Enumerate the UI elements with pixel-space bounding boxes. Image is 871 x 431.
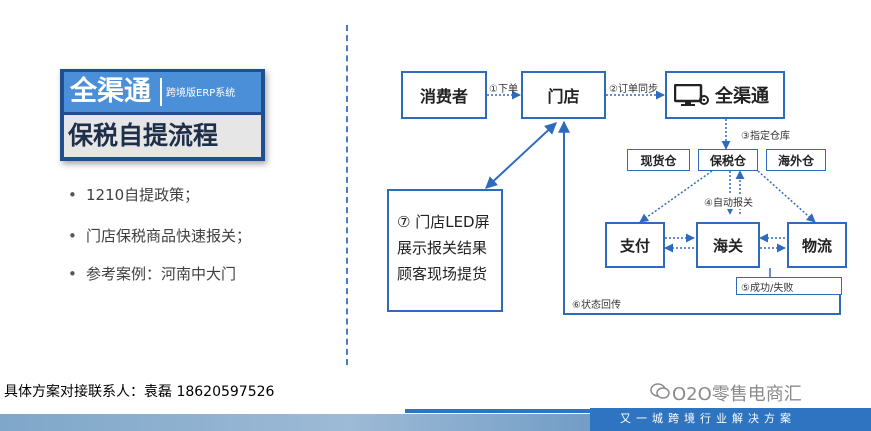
contact-text: 具体方案对接联系人：袁磊 18620597526 — [4, 384, 275, 400]
edge-label-assign: ③指定仓库 — [741, 131, 790, 142]
title-bottom-band — [64, 115, 261, 157]
wechat-icon — [650, 383, 670, 399]
edge-label-declare: ④自动报关 — [704, 194, 753, 209]
node-consumer: 消费者 — [401, 71, 487, 119]
bullet-item: •门店保税商品快速报关； — [68, 227, 252, 245]
edge-label-status: ⑥状态回传 — [572, 300, 621, 311]
title-top-band — [64, 72, 261, 112]
edge-to-logistics — [757, 170, 816, 223]
result-line: 顾客现场提货 — [397, 265, 488, 283]
result-line: 展示报关结果 — [397, 239, 488, 257]
footer-slogan: 又一城跨境行业解决方案 — [620, 412, 796, 425]
node-platform-label: 全渠通 — [715, 86, 769, 107]
edge-store-led — [485, 122, 557, 189]
edge-label-sync: ②订单同步 — [609, 84, 658, 95]
edge-label-order: ①下单 — [489, 84, 518, 95]
result-line: ⑦ 门店LED屏 — [397, 213, 490, 231]
warehouse-bonded: 保税仓 — [698, 149, 758, 171]
monitor-gear-icon — [674, 84, 709, 106]
node-platform: 全渠通 — [665, 71, 785, 119]
warehouse-spot: 现货仓 — [627, 149, 690, 171]
footer-strip — [590, 408, 871, 431]
footer-accent-line — [405, 409, 595, 413]
node-customs: 海关 — [696, 222, 760, 268]
led-result-box: ⑦ 门店LED屏 展示报关结果 顾客现场提货 — [387, 189, 503, 312]
brand-subtitle: 跨境版ERP系统 — [166, 88, 236, 99]
warehouse-overseas: 海外仓 — [766, 149, 826, 171]
node-logistics: 物流 — [787, 222, 847, 268]
brand-title: 全渠通 — [70, 76, 151, 107]
bullet-item: •参考案例：河南中大门 — [68, 265, 237, 283]
watermark-text: O2O零售电商汇 — [672, 384, 802, 405]
section-divider — [346, 25, 348, 365]
title-separator — [160, 78, 162, 106]
edge-to-pay — [639, 170, 713, 223]
node-store: 门店 — [521, 71, 606, 119]
edge-label-result: ⑤成功/失败 — [741, 283, 794, 294]
edge-status-return — [558, 120, 841, 315]
result-label-box — [736, 277, 842, 295]
flow-title: 保税自提流程 — [68, 121, 219, 150]
node-pay: 支付 — [605, 222, 665, 268]
bullet-item: •1210自提政策； — [68, 186, 200, 204]
